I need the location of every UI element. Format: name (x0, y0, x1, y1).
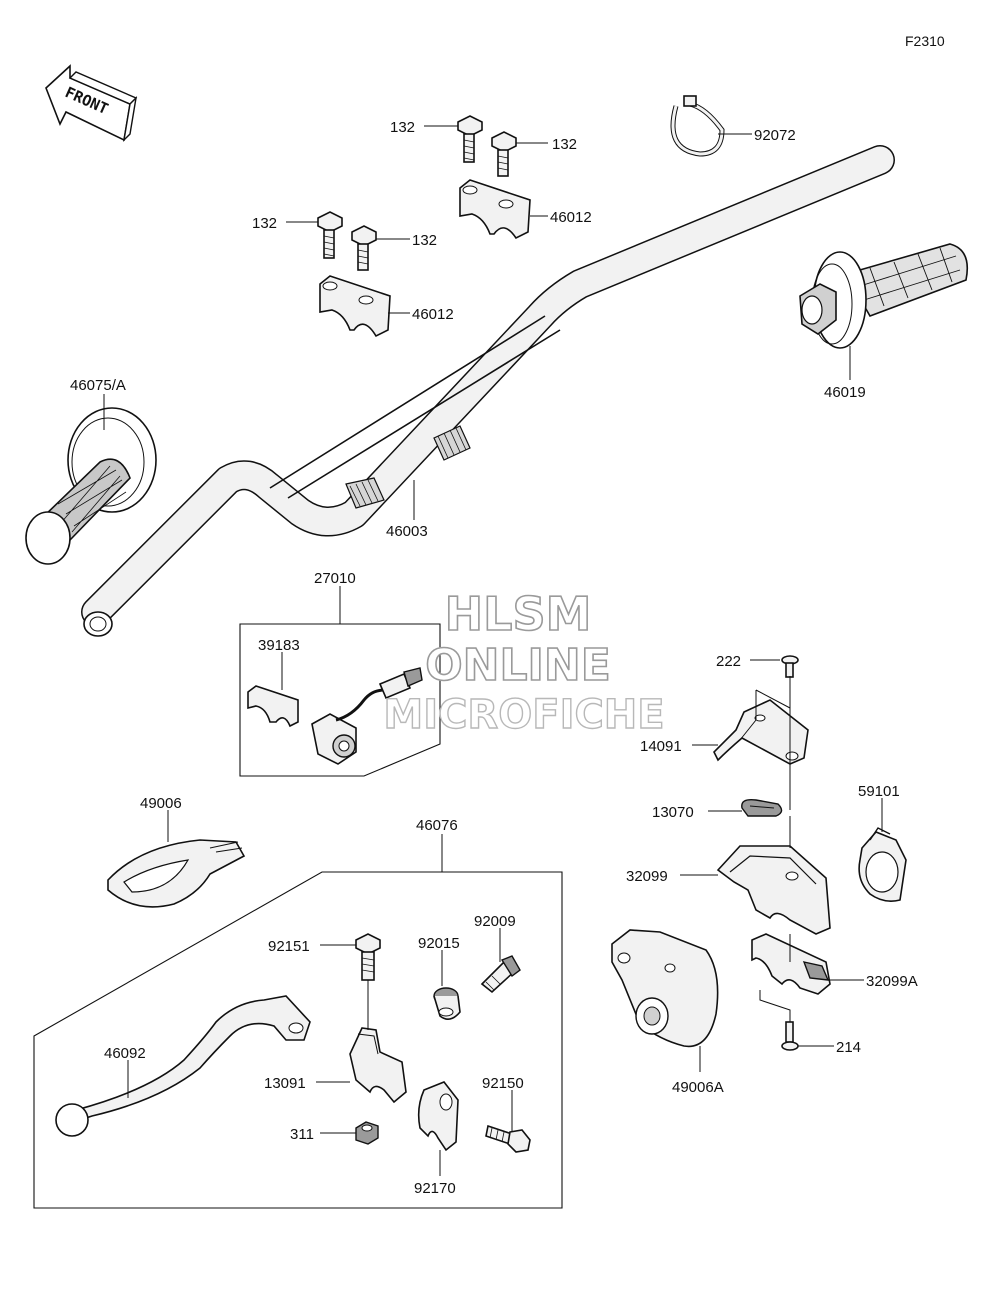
label-92150: 92150 (482, 1075, 524, 1092)
label-13070: 13070 (652, 804, 694, 821)
label-92009: 92009 (474, 913, 516, 930)
lever-46092 (55, 995, 311, 1137)
holder-59101 (858, 827, 907, 902)
clip-13070 (741, 798, 783, 817)
label-92151: 92151 (268, 938, 310, 955)
label-59101: 59101 (858, 783, 900, 800)
kill-switch-box (239, 623, 441, 777)
label-132-a: 132 (390, 119, 415, 136)
watermark-line-2: ONLINE (425, 640, 611, 691)
lever-14091 (713, 699, 809, 765)
leader-lines (103, 125, 883, 1176)
bolt-132-d (351, 225, 377, 271)
clamp-92170 (417, 1081, 459, 1152)
adjuster-92015 (433, 987, 461, 1020)
label-214: 214 (836, 1039, 861, 1056)
bolt-132-a (457, 115, 483, 163)
watermark-line-3: MICROFICHE (383, 692, 664, 738)
nut-311 (355, 1121, 379, 1145)
label-92072: 92072 (754, 127, 796, 144)
label-39183: 39183 (258, 637, 300, 654)
label-49006a: 49006A (672, 1079, 724, 1096)
screw-222 (781, 655, 799, 678)
label-132-b: 132 (552, 136, 577, 153)
bolt-92150 (485, 1124, 531, 1153)
grip-right (799, 243, 969, 349)
kill-switch (247, 667, 423, 765)
clamp-46012-upper (459, 179, 531, 240)
watermark-line-1: HLSM (445, 587, 592, 641)
housing-32099 (716, 845, 831, 935)
front-arrow-icon: FRONT (45, 64, 138, 143)
watermark: HLSM ONLINE MICROFICHE (383, 586, 666, 739)
label-14091: 14091 (640, 738, 682, 755)
knurl-pad-left (345, 477, 385, 509)
knurl-pad-right (433, 425, 471, 461)
figure-code: F2310 (905, 33, 945, 49)
label-49006: 49006 (140, 795, 182, 812)
label-46012-upper: 46012 (550, 209, 592, 226)
label-27010: 27010 (314, 570, 356, 587)
label-46019: 46019 (824, 384, 866, 401)
perch-13091 (349, 1027, 407, 1104)
label-46003: 46003 (386, 523, 428, 540)
bolt-132-b (491, 131, 517, 177)
label-32099a: 32099A (866, 973, 918, 990)
label-32099: 32099 (626, 868, 668, 885)
label-132-d: 132 (412, 232, 437, 249)
label-92015: 92015 (418, 935, 460, 952)
screw-214 (781, 1021, 799, 1051)
handlebar (81, 145, 895, 637)
label-132-c: 132 (252, 215, 277, 232)
cover-49006a (611, 929, 719, 1048)
part-labels: 132 132 132 132 92072 46012 46012 46075/… (70, 119, 918, 1197)
clutch-lever-box (33, 871, 563, 1209)
label-311: 311 (290, 1126, 314, 1143)
label-13091: 13091 (264, 1075, 306, 1092)
tie-band (670, 95, 725, 157)
label-222: 222 (716, 653, 741, 670)
cover-49006 (107, 839, 246, 908)
bolt-132-c (317, 211, 343, 259)
label-46012-lower: 46012 (412, 306, 454, 323)
label-92170: 92170 (414, 1180, 456, 1197)
label-46075a: 46075/A (70, 377, 126, 394)
bolt-92151 (355, 933, 381, 981)
clamp-46012-lower (319, 275, 391, 338)
housing-32099a (751, 933, 831, 995)
label-46092: 46092 (104, 1045, 146, 1062)
label-46076: 46076 (416, 817, 458, 834)
adjuster-92009 (480, 955, 521, 994)
grip-left (25, 407, 157, 565)
